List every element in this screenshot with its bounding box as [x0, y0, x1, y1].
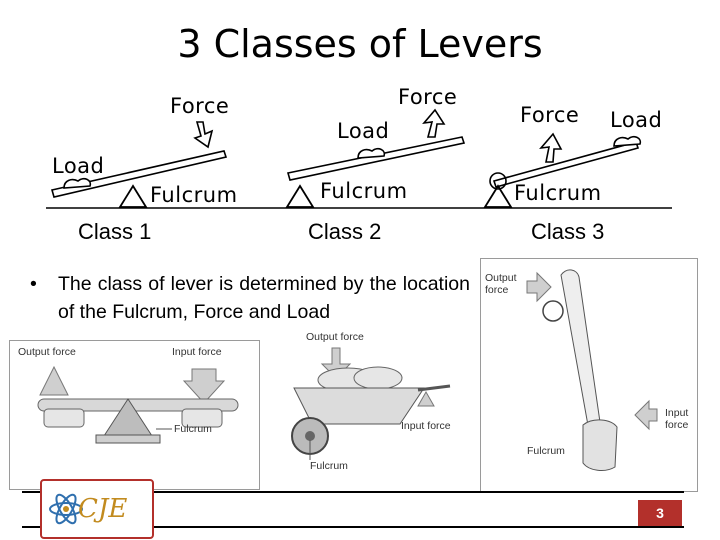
logo-text: CJE	[78, 494, 128, 524]
class3-lever-diagram	[483, 132, 642, 208]
output-force-arrow-icon	[39, 365, 69, 396]
seesaw-input-force-label: Input force	[172, 346, 222, 358]
input-force-arrow-icon	[182, 368, 226, 404]
bat-input-arrow-icon	[634, 399, 658, 431]
class3-label: Class 3	[531, 219, 605, 244]
class3-load-label: Load	[610, 108, 663, 132]
cije-logo	[40, 479, 154, 539]
class1-fulcrum-triangle	[118, 184, 148, 208]
class2-fulcrum-label: Fulcrum	[320, 179, 408, 203]
bullet-text: The class of lever is determined by the …	[58, 273, 470, 323]
seesaw-output-force-label: Output force	[18, 346, 76, 358]
class1-lever-diagram	[50, 121, 228, 208]
wheelbarrow-input-force-label: Input force	[401, 420, 451, 432]
bullet-point: • The class of lever is determined by th…	[30, 270, 470, 326]
class1-load-label: Load	[52, 154, 105, 178]
wheelbarrow-input-arrow-icon	[417, 390, 435, 407]
wheelbarrow-image: Output force Input force Fulcrum	[278, 328, 468, 480]
seesaw-image: Output force Input force Fulcrum	[9, 340, 260, 490]
class2-force-label: Force	[398, 85, 458, 109]
class3-force-label: Force	[520, 103, 580, 127]
class1-load-icon	[63, 178, 92, 189]
bat-fulcrum-label: Fulcrum	[527, 445, 565, 457]
lever-diagrams	[46, 108, 672, 209]
seesaw-illustration	[37, 365, 239, 444]
class2-fulcrum-triangle	[285, 184, 315, 208]
class1-force-label: Force	[170, 94, 230, 118]
class1-fulcrum-label: Fulcrum	[150, 183, 238, 207]
class3-load-icon	[613, 136, 642, 147]
footer-top-line	[22, 491, 684, 493]
class2-load-label: Load	[337, 119, 390, 143]
class2-lever-diagram	[285, 108, 466, 208]
wheelbarrow-illustration	[291, 347, 451, 460]
bat-output-arrow-icon	[526, 271, 552, 303]
class2-load-icon	[357, 148, 386, 159]
wheelbarrow-fulcrum-label: Fulcrum	[310, 460, 348, 472]
bat-input-force-label: Input force	[665, 407, 689, 431]
class1-force-arrow-icon	[193, 121, 214, 149]
class1-lever-bar	[50, 150, 228, 198]
class3-pivot-circle	[489, 172, 507, 190]
class3-force-arrow-icon	[539, 132, 563, 163]
class2-force-arrow-icon	[422, 108, 446, 138]
footer-bottom-line	[22, 526, 684, 528]
class1-label: Class 1	[78, 219, 152, 244]
page-number-badge: 3	[638, 500, 682, 526]
baseball-bat-illustration	[526, 269, 658, 471]
baseball-bat-image: Output force Input force Fulcrum	[480, 258, 698, 492]
seesaw-fulcrum-label: Fulcrum	[174, 423, 212, 435]
class2-label: Class 2	[308, 219, 382, 244]
wheelbarrow-output-force-label: Output force	[306, 331, 364, 343]
bullet-symbol: •	[30, 273, 37, 295]
atom-icon	[49, 493, 83, 525]
class3-fulcrum-triangle	[483, 184, 513, 208]
bat-output-force-label: Output force	[485, 272, 517, 296]
class3-lever-bar	[492, 141, 640, 188]
slide-title: 3 Classes of Levers	[177, 22, 543, 66]
class2-lever-bar	[286, 136, 466, 181]
class3-fulcrum-label: Fulcrum	[514, 181, 602, 205]
baseball-icon	[542, 300, 564, 322]
